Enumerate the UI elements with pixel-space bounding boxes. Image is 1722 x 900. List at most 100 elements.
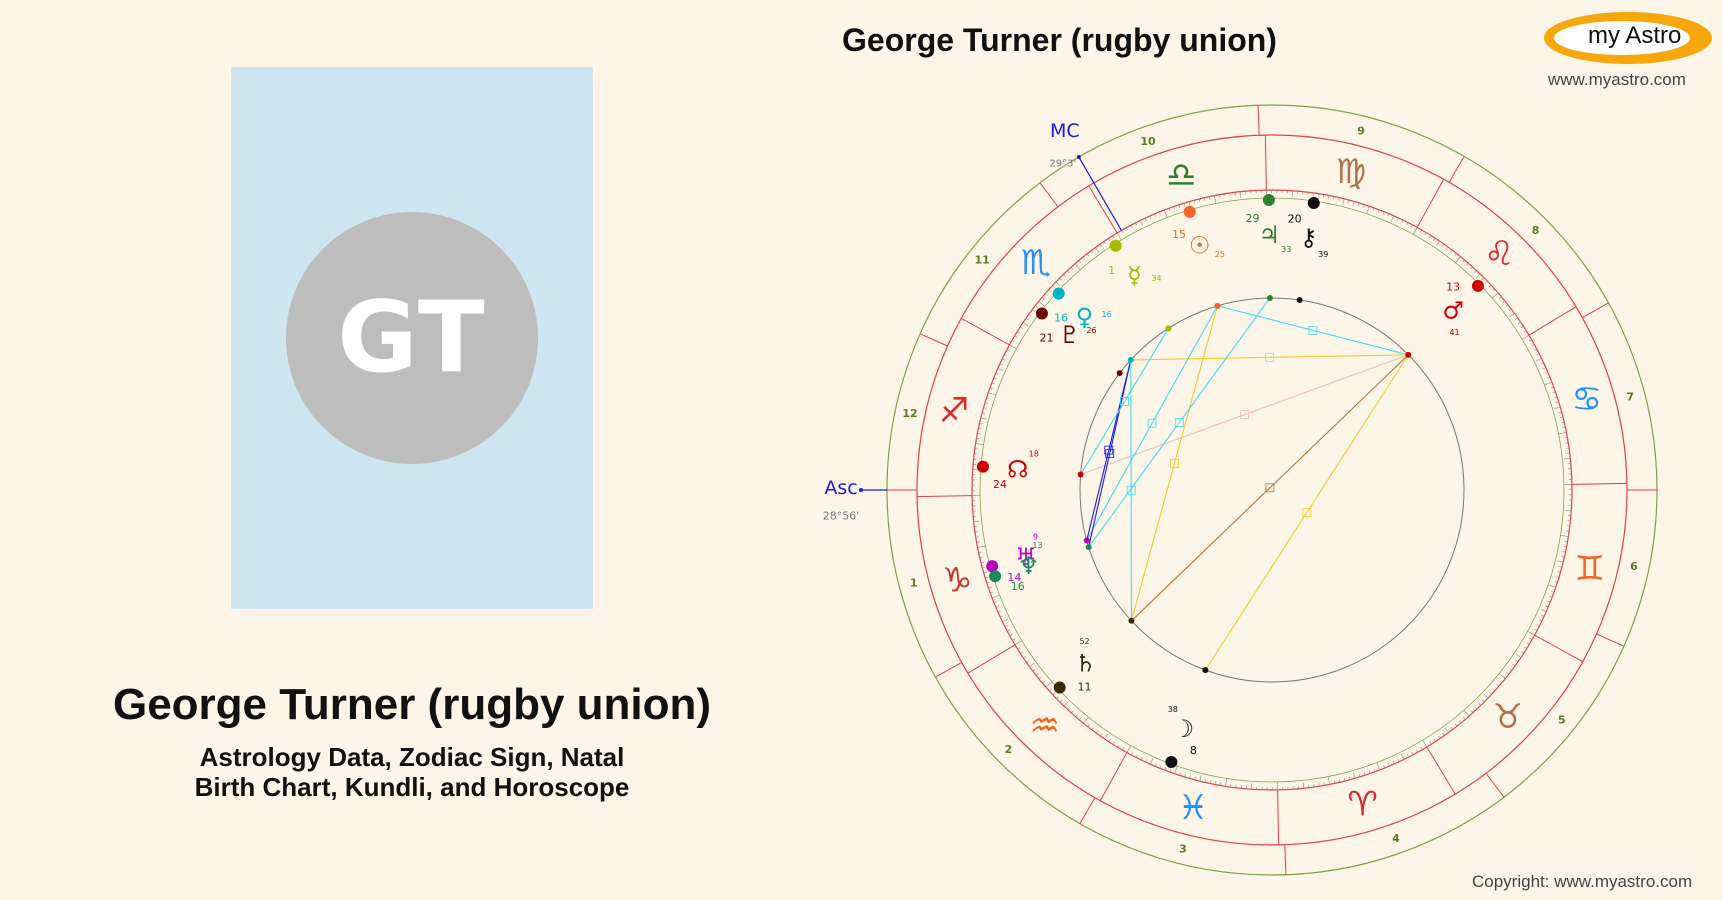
degree-tick: [1045, 681, 1053, 688]
degree-tick: [1548, 584, 1556, 588]
degree-tick: [1035, 672, 1039, 676]
neptune-minute: 13: [1032, 541, 1042, 550]
aspect-line-opposition: [1080, 354, 1409, 476]
degree-tick: [1099, 244, 1102, 248]
degree-tick: [1396, 217, 1399, 221]
degree-tick: [1140, 756, 1143, 760]
sun-icon: ☉: [1189, 231, 1211, 259]
degree-tick: [1433, 738, 1436, 742]
degree-tick: [1363, 204, 1365, 208]
degree-tick: [1028, 313, 1032, 316]
degree-tick: [1564, 540, 1568, 543]
mercury-marker[interactable]: [1109, 239, 1122, 252]
saturn-marker[interactable]: [1053, 681, 1066, 694]
sun-degree: 15: [1172, 228, 1186, 241]
degree-tick: [1558, 432, 1567, 435]
aspect-marker: [1126, 485, 1136, 495]
moon-marker[interactable]: [1165, 755, 1178, 768]
degree-tick: [1131, 752, 1134, 756]
neptune-marker[interactable]: [989, 570, 1002, 583]
degree-tick: [1562, 551, 1566, 553]
degree-tick: [999, 363, 1003, 366]
scorpio-icon: ♏: [1021, 243, 1051, 283]
pisces-icon: ♓: [1178, 788, 1208, 828]
sign-boundary: [1264, 135, 1267, 191]
degree-tick: [1333, 196, 1335, 200]
degree-tick: [1556, 576, 1560, 578]
degree-tick: [1358, 773, 1361, 777]
degree-tick: [976, 437, 980, 440]
degree-tick: [1562, 426, 1566, 429]
degree-tick: [976, 541, 980, 543]
degree-tick: [1429, 741, 1432, 745]
degree-tick: [973, 520, 980, 523]
house-cusp: [1257, 105, 1260, 136]
degree-tick: [1517, 321, 1521, 324]
degree-tick: [1113, 741, 1116, 745]
gemini-icon: ♊: [1575, 549, 1605, 589]
degree-tick: [1433, 238, 1436, 241]
cancer-icon: ♋: [1571, 379, 1601, 419]
degree-tick: [984, 402, 988, 404]
aspect-marker: [1265, 483, 1275, 493]
degree-tick: [1485, 281, 1488, 284]
brand-logo[interactable]: my Astro: [1544, 12, 1712, 64]
degree-tick: [1042, 680, 1045, 684]
degree-tick: [1509, 668, 1512, 671]
degree-tick: [1400, 753, 1405, 760]
degree-tick: [1561, 556, 1565, 558]
degree-tick: [1470, 710, 1474, 713]
mars-marker[interactable]: [1471, 279, 1484, 292]
house-number: 11: [974, 254, 989, 267]
degree-tick: [1135, 754, 1138, 758]
degree-tick: [1103, 241, 1106, 245]
degree-tick: [1022, 322, 1029, 327]
aspect-line-conjunction: [1086, 359, 1132, 541]
degree-tick: [1419, 229, 1422, 233]
uranus-icon: ♅: [1015, 543, 1037, 571]
node-minute: 18: [1029, 449, 1039, 458]
degree-tick: [1390, 215, 1394, 222]
degree-tick: [1056, 696, 1059, 699]
degree-tick: [1424, 232, 1427, 236]
degree-tick: [1515, 659, 1519, 663]
degree-tick: [1328, 195, 1330, 199]
degree-tick: [1006, 349, 1010, 352]
degree-tick: [1122, 747, 1125, 751]
chiron-marker[interactable]: [1307, 197, 1320, 210]
degree-tick: [1322, 194, 1325, 198]
degree-tick: [1446, 246, 1449, 250]
degree-tick: [1540, 362, 1544, 365]
node-aspect-point: [1077, 471, 1084, 478]
pluto-marker[interactable]: [1035, 307, 1048, 320]
house-cusp: [1448, 156, 1465, 183]
degree-tick: [1009, 344, 1017, 350]
uranus-marker[interactable]: [986, 560, 999, 573]
degree-tick: [1203, 197, 1206, 201]
degree-tick: [1063, 274, 1066, 277]
degree-tick: [1164, 767, 1167, 771]
degree-tick: [1538, 619, 1542, 622]
degree-tick: [1038, 676, 1042, 680]
sign-boundary: [917, 495, 973, 498]
degree-tick: [1139, 220, 1144, 227]
saturn-icon: ♄: [1075, 650, 1097, 678]
degree-tick: [1502, 300, 1506, 304]
house-number: 12: [902, 407, 917, 420]
degree-tick: [1401, 220, 1404, 224]
degree-tick: [1441, 243, 1445, 247]
venus-marker[interactable]: [1052, 287, 1065, 300]
degree-tick: [1090, 250, 1094, 254]
jupiter-marker[interactable]: [1262, 194, 1275, 207]
site-url[interactable]: www.myastro.com: [1548, 70, 1686, 89]
sun-marker[interactable]: [1183, 205, 1196, 218]
degree-tick: [985, 576, 989, 579]
degree-tick: [1239, 191, 1242, 198]
degree-tick: [995, 606, 999, 608]
degree-tick: [1506, 672, 1509, 675]
aspect-marker: [1104, 445, 1114, 455]
degree-tick: [1450, 250, 1453, 253]
node-marker[interactable]: [976, 460, 989, 473]
degree-tick: [1564, 437, 1568, 439]
degree-tick: [1174, 766, 1178, 774]
